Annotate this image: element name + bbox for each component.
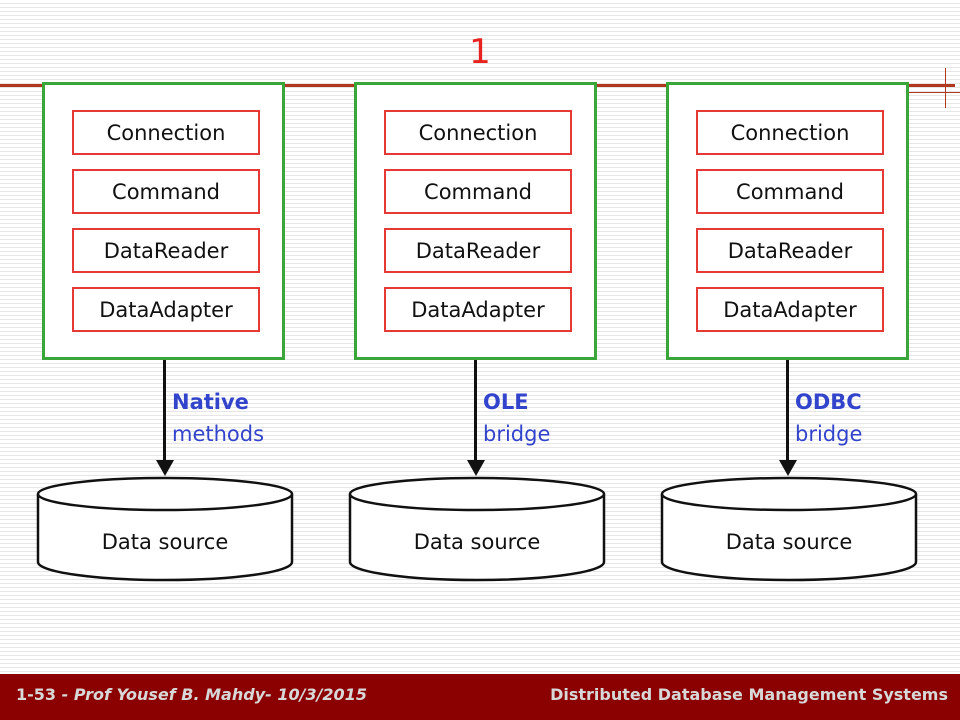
arrow-odbc [786,360,789,462]
data-source-label: Data source [413,530,541,554]
component-command: Command [384,169,572,214]
bridge-label-line1: Native [172,390,249,414]
provider-box-ole: Connection Command DataReader DataAdapte… [354,82,597,360]
footer-course-title: Distributed Database Management Systems [550,685,948,704]
data-source-cylinder-odbc: Data source [660,476,918,584]
bridge-label-ole: OLE bridge [483,386,550,450]
component-datareader: DataReader [72,228,260,273]
page-number: 53 [33,685,57,704]
data-source-label: Data source [101,530,229,554]
arrow-head-odbc [779,460,797,476]
bridge-label-native: Native methods [172,386,264,450]
component-connection: Connection [696,110,884,155]
bridge-label-line2: bridge [483,422,551,446]
footer-page-author: 1-53 - Prof Yousef B. Mahdy- 10/3/2015 [16,685,367,704]
page-prefix: 1- [16,685,34,704]
title-rule-vertical [945,68,946,108]
component-command: Command [696,169,884,214]
footer-bar: 1-53 - Prof Yousef B. Mahdy- 10/3/2015 D… [0,674,960,720]
bridge-label-odbc: ODBC bridge [795,386,862,450]
provider-box-odbc: Connection Command DataReader DataAdapte… [666,82,909,360]
component-dataadapter: DataAdapter [384,287,572,332]
data-source-label: Data source [725,530,853,554]
data-source-cylinder-native: Data source [36,476,294,584]
author-date: - Prof Yousef B. Mahdy- 10/3/2015 [56,685,367,704]
bridge-label-line1: OLE [483,390,529,414]
component-command: Command [72,169,260,214]
slide-title: 1 [469,32,491,72]
component-dataadapter: DataAdapter [696,287,884,332]
component-connection: Connection [384,110,572,155]
component-datareader: DataReader [696,228,884,273]
provider-box-native: Connection Command DataReader DataAdapte… [42,82,285,360]
arrow-native [163,360,166,462]
bridge-label-line2: bridge [795,422,863,446]
arrow-head-native [156,460,174,476]
component-connection: Connection [72,110,260,155]
component-datareader: DataReader [384,228,572,273]
bridge-label-line1: ODBC [795,390,862,414]
arrow-head-ole [467,460,485,476]
arrow-ole [474,360,477,462]
data-source-cylinder-ole: Data source [348,476,606,584]
bridge-label-line2: methods [172,422,265,446]
component-dataadapter: DataAdapter [72,287,260,332]
